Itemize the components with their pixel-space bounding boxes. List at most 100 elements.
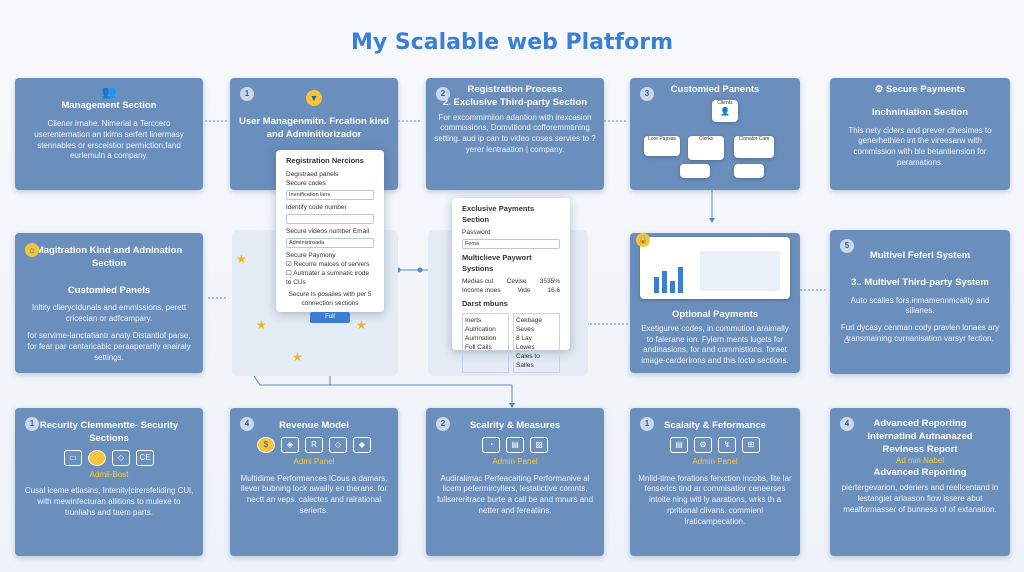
- card-subheading: Advanced Reporting: [873, 467, 967, 479]
- option-item[interactable]: Autrication: [465, 325, 496, 333]
- card-heading: Multivel Feferl System: [869, 250, 971, 261]
- card-heading: Customied Panents: [670, 84, 760, 95]
- step-number: 4: [240, 417, 254, 431]
- panel-title: Registration Nercions: [286, 156, 364, 165]
- badge-icon: ▼: [306, 90, 322, 106]
- migration-kind-card: ⌂ Magitration Kind and Adnination Sectio…: [15, 233, 203, 373]
- options-grid: Inerts Autrication Aumnation Full Cails …: [462, 312, 560, 374]
- option-item[interactable]: Inerts: [465, 316, 482, 324]
- form-label: Password: [462, 229, 491, 236]
- payments-panel: Exclusive Payments Section Password Fema…: [452, 198, 570, 374]
- card-text: Exetigurve codes, in commution araimally…: [641, 323, 789, 366]
- registered-icon: R: [305, 436, 323, 453]
- tag-icon: ◈: [281, 436, 299, 453]
- cell: 3535%: [539, 278, 560, 286]
- admin-label: Admii-Bost: [89, 469, 129, 479]
- step-number: 2: [436, 87, 450, 101]
- revenue-model-card: 4 Revenue Model $ ◈ R ◇ ◆ Admi Panel Mul…: [230, 408, 398, 556]
- card-heading: Recurity Clemmentte- Security Sections: [39, 420, 179, 444]
- step-number: 2: [436, 417, 450, 431]
- checkbox-icon[interactable]: ☑: [286, 260, 292, 268]
- step-number: 5: [840, 239, 854, 253]
- card-subheading: Registration Process: [467, 84, 563, 95]
- org-node: Lore Papsas: [644, 136, 680, 156]
- admin-label: Admin Panel: [692, 456, 738, 466]
- options-box: Inerts Autrication Aumnation Full Cails: [462, 312, 509, 374]
- icon-row: ▭ ⚡ ◇ CE: [23, 449, 195, 466]
- advanced-reporting-card: 4 Advanced Reporting Internatind Autnana…: [830, 408, 1010, 556]
- option-item[interactable]: Cales to Salles: [516, 353, 540, 370]
- card-heading-text: Secure Payments: [885, 84, 966, 95]
- checkbox-label: Recurre maices of servers: [293, 260, 370, 268]
- registration-form-panel: Registration Nercions Degistraed panels …: [276, 150, 384, 323]
- admin-select[interactable]: Administroada: [286, 237, 374, 248]
- card-heading: Scalaity & Feformance: [664, 420, 766, 431]
- star-icon: ★: [256, 318, 267, 332]
- checkbox-icon[interactable]: ☐: [286, 270, 292, 278]
- panel-title: Exclusive Payments Section: [462, 204, 535, 224]
- bolt-icon: ↯: [718, 436, 736, 453]
- option-item[interactable]: Cekbage Seves: [516, 316, 543, 333]
- multilevel-referral-card: 5 Multivel Feferl System 3.. Multivel Th…: [830, 230, 1010, 374]
- registration-process-card: 2 Registration Process 2. Exclusive Thir…: [426, 78, 604, 190]
- gear-icon: ⚙: [874, 84, 884, 95]
- panel-note: Secure Is posailes with per 5 connection…: [288, 291, 372, 308]
- admin-label: Admin Panel: [492, 456, 538, 466]
- mini-label: Clerks: [698, 136, 714, 142]
- management-section-card: 👥 Management Section Cliener irnahe. Nim…: [15, 78, 203, 190]
- option-item[interactable]: Full Cails: [465, 344, 492, 352]
- option-item[interactable]: Lowes: [516, 344, 535, 352]
- card-subheading: Customied Panels: [67, 284, 151, 296]
- dashboard-screenshot: 🔒: [636, 233, 790, 299]
- org-node: [734, 164, 764, 178]
- password-input[interactable]: Fema: [462, 239, 560, 250]
- card-text: Cusal iceme etiasins, Intenity|cirersfel…: [24, 486, 194, 518]
- badge-icon: ◆: [353, 436, 371, 453]
- card-text: Furi dycasy cenman cody pravien lonaes a…: [840, 323, 1000, 344]
- step-number: 1: [25, 417, 39, 431]
- card-heading: Scalrity & Measures: [469, 420, 561, 431]
- card-text: Mnlid-time forations ferxction incobs, l…: [638, 473, 792, 526]
- admin-label: Ad min Nabel: [895, 456, 945, 466]
- full-button[interactable]: Full: [310, 312, 350, 323]
- card-text: For excommimiion adantion with irexcasio…: [434, 112, 596, 155]
- mini-label: Clonalor Cam: [738, 136, 770, 142]
- cell: Medias cut: [462, 278, 494, 286]
- mini-label: Clients: [717, 100, 733, 106]
- chart-bars: [654, 267, 683, 293]
- icon-row: ◔ ▤ ▨: [434, 436, 596, 453]
- option-item[interactable]: 8 Lay: [516, 334, 532, 342]
- form-label: Identify code number: [286, 203, 347, 211]
- card-subheading: Inchniniation Section: [871, 106, 969, 118]
- card-text: This nety ciders and prever clhesimes to…: [848, 125, 992, 168]
- cell: Cevise: [506, 278, 527, 286]
- step-number: 1: [240, 87, 254, 101]
- org-node: Clerks: [688, 136, 724, 160]
- option-item[interactable]: Aumnation: [465, 334, 497, 342]
- code-input[interactable]: [286, 213, 374, 224]
- lightning-icon: ⚡: [88, 449, 106, 466]
- card-text: Inltity clieryctdunals and emmissions, p…: [31, 303, 187, 324]
- home-icon: ⌂: [25, 243, 39, 257]
- step-number: 3: [640, 87, 654, 101]
- checkbox-row[interactable]: ☐ Autmater a sumnatic irode to CUs: [286, 269, 374, 287]
- person-icon: 👤: [720, 106, 730, 116]
- card-text: Multidime Performances lCous a damars, l…: [240, 473, 388, 515]
- org-node: [680, 164, 710, 178]
- admin-label: Admi Panel: [293, 456, 335, 466]
- star-icon: ★: [236, 252, 247, 266]
- star-icon: ★: [356, 318, 367, 332]
- panel-subtitle: Darst mbuns: [462, 299, 508, 309]
- icon-row: ▤ ⚙ ↯ ⊞: [638, 436, 792, 453]
- chart-icon: ▤: [506, 436, 524, 453]
- step-number: 4: [840, 417, 854, 431]
- card-heading: Management Section: [61, 100, 157, 112]
- dollar-icon: $: [257, 436, 275, 453]
- checkbox-row[interactable]: ☑ Recurre maices of servers: [286, 260, 374, 269]
- card-heading: Magitration Kind and Adnination Section: [35, 245, 183, 269]
- identification-input[interactable]: Inentfication liers: [286, 189, 374, 200]
- gauge-icon: ◔: [482, 436, 500, 453]
- optional-payments-card: 🔒 Optional Payments Exetigurve codes, in…: [630, 233, 800, 373]
- security-sections-card: 1 Recurity Clemmentte- Security Sections…: [15, 408, 203, 556]
